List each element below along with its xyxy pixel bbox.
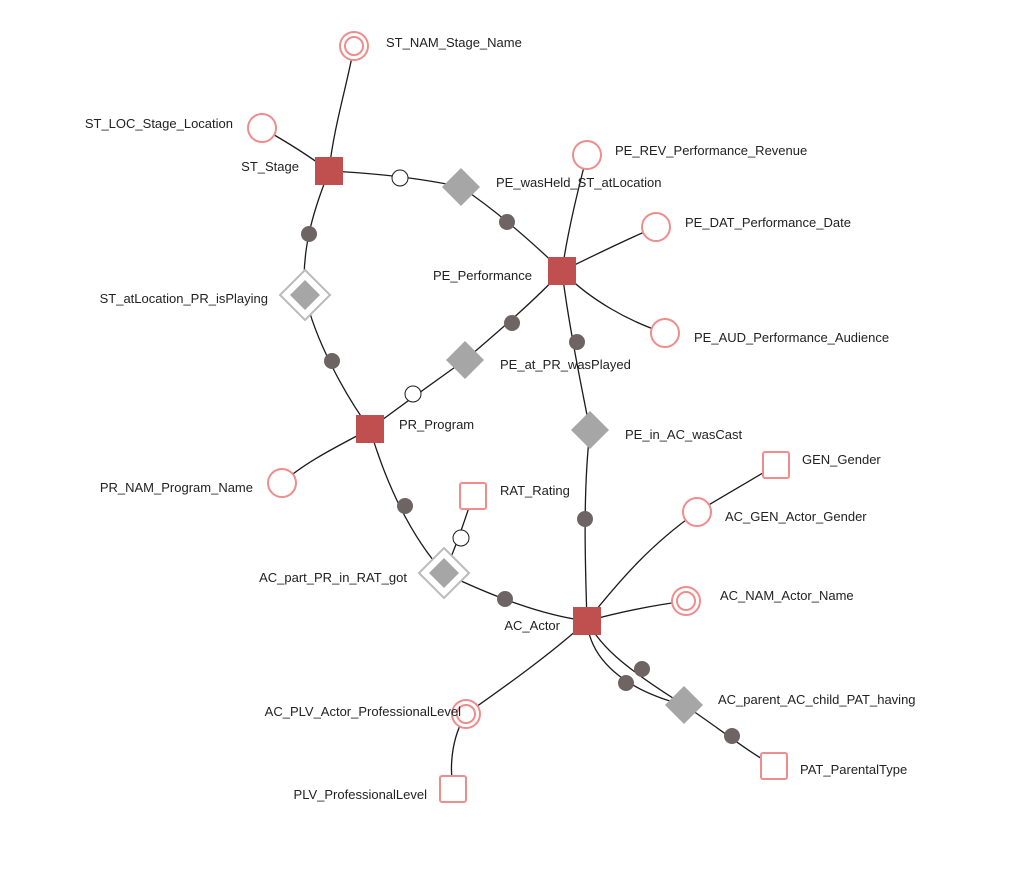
knot-pat-parentaltype[interactable] xyxy=(760,752,788,780)
label-pat-parentaltype: PAT_ParentalType xyxy=(800,762,907,777)
role-dot xyxy=(497,591,513,607)
tie-pe-washeld-st-atlocation[interactable] xyxy=(442,168,480,206)
edge-performance-to-date xyxy=(561,226,657,272)
tie-ac-parent-ac-child-pat-having[interactable] xyxy=(665,686,703,724)
edge-stage-to-stage-name xyxy=(328,45,355,172)
knots xyxy=(439,451,790,803)
label-pe-rev-performance-revenue: PE_REV_Performance_Revenue xyxy=(615,143,807,158)
role-dot xyxy=(397,498,413,514)
label-ac-plv-actor-professionallevel: AC_PLV_Actor_ProfessionalLevel xyxy=(265,704,461,719)
edge-got-tie-to-actor xyxy=(443,572,588,622)
label-st-nam-stage-name: ST_NAM_Stage_Name xyxy=(386,35,522,50)
role-dot xyxy=(577,511,593,527)
label-pe-aud-performance-audience: PE_AUD_Performance_Audience xyxy=(694,330,889,345)
role-dot xyxy=(391,169,409,187)
attribute-pe-rev-performance-revenue[interactable] xyxy=(572,140,602,170)
edge-actor-child-to-having-tie xyxy=(586,620,685,706)
role-dots xyxy=(301,169,740,744)
role-dot xyxy=(634,661,650,677)
role-dot xyxy=(499,214,515,230)
label-rat-rating: RAT_Rating xyxy=(500,483,570,498)
tie-st-atlocation-pr-isplaying[interactable] xyxy=(278,268,332,322)
edge-actor-to-actor-name xyxy=(586,600,687,622)
label-st-atlocation-pr-isplaying: ST_atLocation_PR_isPlaying xyxy=(100,291,268,306)
attribute-st-loc-stage-location[interactable] xyxy=(247,113,277,143)
role-dot xyxy=(324,353,340,369)
knot-rat-rating[interactable] xyxy=(459,482,487,510)
edge-actor-to-plv-attr xyxy=(465,620,588,715)
tie-pe-at-pr-wasplayed[interactable] xyxy=(446,341,484,379)
edge-performance-to-revenue xyxy=(561,154,588,272)
label-gen-gender: GEN_Gender xyxy=(802,452,881,467)
attribute-ac-nam-actor-name[interactable] xyxy=(671,586,701,616)
label-ac-nam-actor-name: AC_NAM_Actor_Name xyxy=(720,588,854,603)
edge-actor-parent-to-having-tie xyxy=(586,620,685,706)
label-ac-gen-actor-gender: AC_GEN_Actor_Gender xyxy=(725,509,867,524)
entity-pr-program[interactable] xyxy=(356,415,384,443)
edge-performance-to-audience xyxy=(561,270,666,334)
role-dot xyxy=(724,728,740,744)
attribute-ac-plv-actor-professionallevel[interactable] xyxy=(451,699,481,729)
label-st-stage: ST_Stage xyxy=(241,159,299,174)
label-plv-professionallevel: PLV_ProfessionalLevel xyxy=(294,787,428,802)
attribute-st-nam-stage-name[interactable] xyxy=(339,31,369,61)
entities xyxy=(315,157,601,635)
role-dot xyxy=(618,675,634,691)
ties xyxy=(278,168,703,724)
label-pr-program: PR_Program xyxy=(399,417,474,432)
role-dot xyxy=(301,226,317,242)
tie-pe-in-ac-wascast[interactable] xyxy=(571,411,609,449)
labels: ST_NAM_Stage_Name ST_LOC_Stage_Location … xyxy=(85,35,916,802)
label-pe-dat-performance-date: PE_DAT_Performance_Date xyxy=(685,215,851,230)
edge-washeld-tie-to-performance xyxy=(460,186,563,272)
attribute-pr-nam-program-name[interactable] xyxy=(267,468,297,498)
label-st-loc-stage-location: ST_LOC_Stage_Location xyxy=(85,116,233,131)
entity-ac-actor[interactable] xyxy=(573,607,601,635)
label-pr-nam-program-name: PR_NAM_Program_Name xyxy=(100,480,253,495)
label-pe-performance: PE_Performance xyxy=(433,268,532,283)
tie-ac-part-pr-in-rat-got[interactable] xyxy=(417,546,471,600)
knot-plv-professionallevel[interactable] xyxy=(439,775,467,803)
attribute-ac-gen-actor-gender[interactable] xyxy=(682,497,712,527)
attribute-pe-aud-performance-audience[interactable] xyxy=(650,318,680,348)
label-ac-part-pr-in-rat-got: AC_part_PR_in_RAT_got xyxy=(259,570,407,585)
label-ac-actor: AC_Actor xyxy=(504,618,560,633)
role-dot xyxy=(452,529,470,547)
entity-pe-performance[interactable] xyxy=(548,257,576,285)
label-pe-at-pr-wasplayed: PE_at_PR_wasPlayed xyxy=(500,357,631,372)
label-pe-washeld-st-atlocation: PE_wasHeld_ST_atLocation xyxy=(496,175,662,190)
attributes xyxy=(247,31,712,729)
role-dot xyxy=(404,385,422,403)
knot-gen-gender[interactable] xyxy=(762,451,790,479)
edge-program-to-got-tie xyxy=(369,428,445,574)
label-ac-parent-ac-child-pat-having: AC_parent_AC_child_PAT_having xyxy=(718,692,916,707)
edge-performance-to-wascast-tie xyxy=(561,270,591,431)
role-dot xyxy=(504,315,520,331)
label-pe-in-ac-wascast: PE_in_AC_wasCast xyxy=(625,427,742,442)
entity-st-stage[interactable] xyxy=(315,157,343,185)
attribute-pe-dat-performance-date[interactable] xyxy=(641,212,671,242)
role-dot xyxy=(569,334,585,350)
